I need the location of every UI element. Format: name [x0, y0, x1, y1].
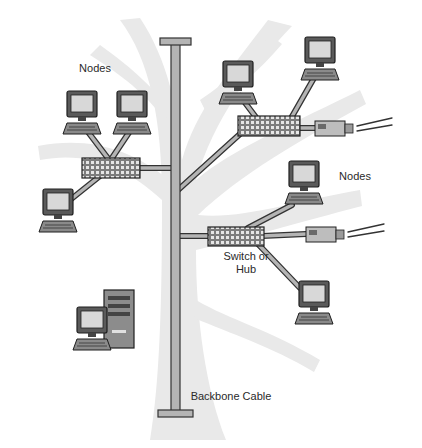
network-cables: [70, 78, 392, 288]
server-computer: [104, 290, 134, 348]
computer-node: [63, 91, 101, 134]
nodes-label: Nodes: [70, 62, 120, 75]
computer-node: [301, 37, 339, 80]
computer-node: [39, 189, 77, 232]
network-device: [315, 121, 353, 136]
backbone-label: Backbone Cable: [186, 390, 276, 403]
computer-node: [113, 91, 151, 134]
computer-node: [295, 281, 333, 324]
computer-node: [73, 307, 111, 350]
tree-silhouette: [38, 18, 366, 440]
switch-hub-label: Switch or Hub: [220, 250, 272, 276]
backbone-cable: [158, 38, 193, 417]
network-device: [306, 227, 344, 242]
computer-node: [285, 161, 323, 204]
nodes-label: Nodes: [330, 170, 380, 183]
computer-node: [219, 61, 257, 104]
switch-hub: [82, 116, 300, 246]
